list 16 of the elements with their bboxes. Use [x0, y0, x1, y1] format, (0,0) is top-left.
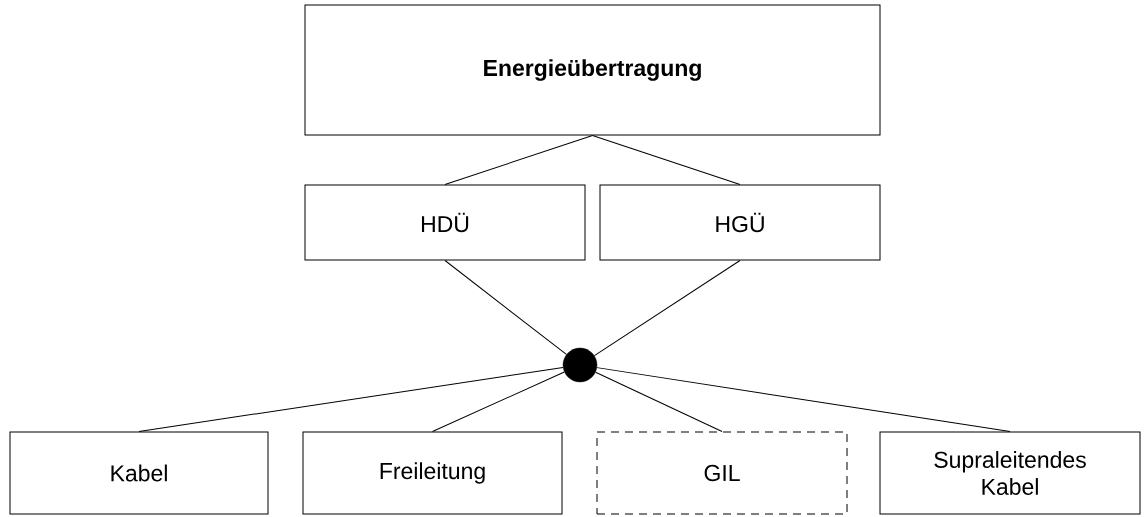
type-box: Freileitung	[302, 431, 563, 515]
connector-line	[444, 260, 567, 355]
category-box: HGÜ	[599, 184, 881, 261]
connector-line	[596, 367, 1011, 432]
connector-line	[595, 371, 723, 432]
type-box: Supraleitendes Kabel	[879, 431, 1141, 515]
junction-dot	[562, 347, 598, 383]
type-box: GIL	[596, 431, 848, 515]
connector-line	[432, 371, 565, 432]
title-box: Energieübertragung	[304, 4, 881, 136]
connector-line	[592, 135, 741, 185]
connector-line	[138, 367, 564, 432]
connector-line	[593, 260, 741, 357]
type-box: Kabel	[9, 431, 269, 515]
connector-line	[444, 135, 593, 185]
category-box: HDÜ	[304, 184, 586, 261]
